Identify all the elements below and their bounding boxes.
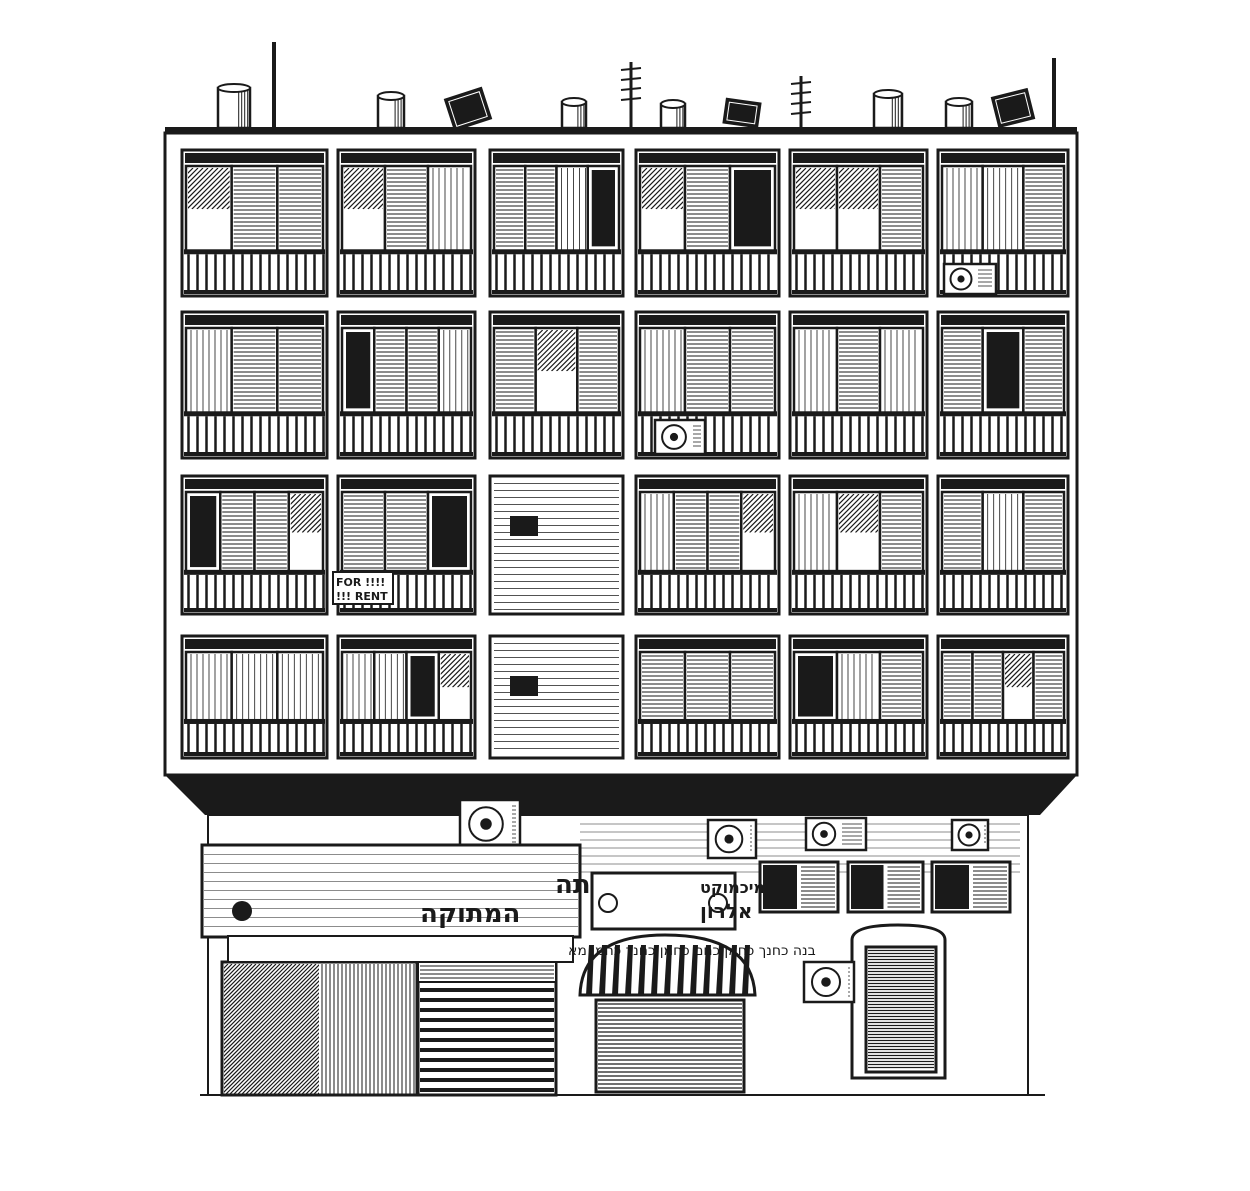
roof-parapet bbox=[165, 127, 1077, 133]
water-tank bbox=[560, 97, 588, 130]
entrance-door bbox=[850, 923, 947, 1080]
air-conditioner bbox=[802, 960, 856, 1004]
window-3-3 bbox=[488, 474, 625, 616]
window-2-2 bbox=[336, 310, 477, 460]
for-rent-sign: FOR !!!! !!! RENT bbox=[332, 571, 394, 605]
air-conditioner bbox=[950, 818, 990, 852]
window-1-4 bbox=[634, 148, 781, 298]
bakery-banner-text: בנה כחנך כחמן כחם כחמן כחנך כחמן מא bbox=[568, 943, 816, 959]
for-rent-line1: FOR !!!! bbox=[336, 576, 385, 589]
window-4-3 bbox=[488, 634, 625, 760]
bakery-banner: בנה כחנך כחמן כחם כחמן כחנך כחמן מא bbox=[227, 935, 816, 963]
window-4-5 bbox=[788, 634, 929, 760]
window-2-5 bbox=[788, 310, 929, 460]
bakery-shutter-right bbox=[416, 960, 558, 1097]
window-1-2 bbox=[336, 148, 477, 298]
air-conditioner bbox=[653, 418, 707, 456]
window-2-4 bbox=[634, 310, 781, 460]
window-1-5 bbox=[788, 148, 929, 298]
air-conditioner bbox=[942, 262, 998, 296]
water-tank bbox=[376, 91, 406, 130]
window-2-3 bbox=[488, 310, 625, 460]
ground-floor-windows bbox=[758, 860, 1012, 914]
air-conditioner bbox=[458, 798, 522, 850]
bakery-sign-main: המתוקה bbox=[420, 899, 520, 929]
water-tank bbox=[216, 83, 252, 130]
water-tank bbox=[944, 97, 974, 130]
window-4-1 bbox=[180, 634, 329, 760]
air-conditioner bbox=[706, 818, 758, 860]
window-3-6 bbox=[936, 474, 1070, 616]
solar-panel bbox=[443, 86, 493, 132]
antenna-pole bbox=[272, 42, 276, 128]
solar-panel bbox=[722, 97, 762, 129]
heart-logo bbox=[232, 901, 252, 921]
bakery-sign: הפיתה המתוקה bbox=[200, 843, 633, 939]
window-grid bbox=[180, 148, 1070, 760]
solar-panel bbox=[990, 87, 1036, 129]
window-3-4 bbox=[634, 474, 781, 616]
rooftop bbox=[165, 42, 1077, 133]
minimarket-shutter bbox=[594, 998, 746, 1094]
window-4-2 bbox=[336, 634, 477, 760]
slab-underside bbox=[165, 775, 1077, 815]
tv-antenna bbox=[620, 62, 642, 128]
for-rent-line2: !!! RENT bbox=[336, 590, 388, 603]
water-tank bbox=[659, 99, 687, 130]
tv-antenna bbox=[790, 76, 812, 128]
window-4-6 bbox=[936, 634, 1070, 760]
antenna-pole bbox=[1052, 58, 1056, 128]
minimarket-sign: מיכמוקט אלרון bbox=[590, 871, 765, 931]
window-4-4 bbox=[634, 634, 781, 760]
window-3-5 bbox=[788, 474, 929, 616]
minimarket-line1: מיכמוקט bbox=[700, 878, 765, 897]
window-1-3 bbox=[488, 148, 625, 298]
window-3-1 bbox=[180, 474, 329, 616]
minimarket-line2: אלרון bbox=[700, 899, 752, 923]
bakery-shutter-left bbox=[220, 960, 419, 1097]
air-conditioner bbox=[804, 816, 868, 852]
window-2-6 bbox=[936, 310, 1070, 460]
window-2-1 bbox=[180, 310, 329, 460]
water-tank bbox=[872, 89, 904, 130]
minimarket-awning bbox=[578, 933, 757, 997]
window-1-1 bbox=[180, 148, 329, 298]
